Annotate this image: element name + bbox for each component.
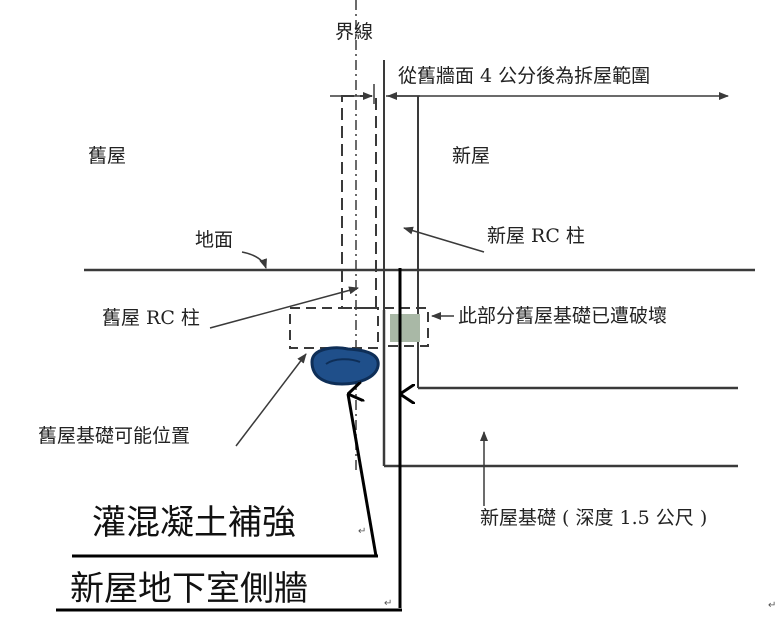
old-rc-column-leader	[209, 286, 359, 329]
new-basement-side-wall-label: 新屋地下室側牆	[70, 569, 308, 609]
concrete-pointer-arrow	[348, 394, 378, 557]
old-foundation-location-leader	[235, 353, 307, 447]
return-mark-1: ↵	[358, 526, 366, 537]
new-foundation-label: 新屋基礎 ( 深度 1.5 公尺 )	[480, 507, 707, 529]
new-rc-column-label: 新屋 RC 柱	[487, 225, 585, 247]
damaged-foundation-patch	[390, 314, 420, 342]
old-house-label: 舊屋	[88, 145, 126, 167]
old-rc-column-label: 舊屋 RC 柱	[102, 307, 200, 329]
boundary-line-label: 界線	[335, 21, 373, 43]
ground-leader	[241, 251, 267, 269]
old-foundation-location-label: 舊屋基礎可能位置	[38, 425, 190, 447]
old-rc-column	[341, 95, 377, 309]
new-house-label: 新屋	[452, 145, 490, 167]
old-foundation-outline	[289, 307, 379, 349]
damaged-foundation-label: 此部分舊屋基礎已遭破壞	[458, 305, 667, 327]
demolition-range-label: 從舊牆面 4 公分後為拆屋範圍	[398, 65, 650, 87]
new-rc-column-leader	[403, 226, 485, 253]
return-mark-2: ↵	[384, 598, 392, 609]
ground-label: 地面	[195, 229, 233, 251]
concrete-blob-highlight	[325, 358, 361, 365]
return-mark-3: ↵	[768, 600, 776, 611]
concrete-reinforcement-label: 灌混凝土補強	[92, 503, 296, 543]
concrete-blob	[310, 346, 380, 386]
